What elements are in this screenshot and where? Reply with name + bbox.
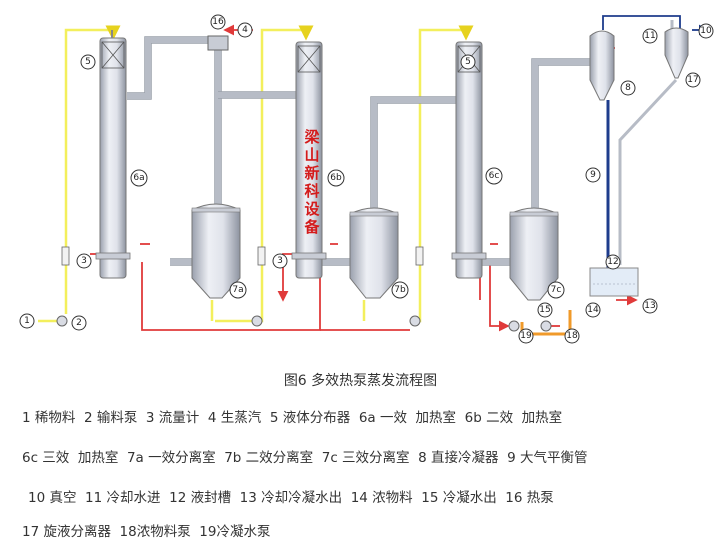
svg-text:17: 17 [687,75,698,85]
svg-text:10: 10 [700,26,712,36]
seal-tank-12 [589,267,639,297]
figure-caption: 图6 多效热泵蒸发流程图 [283,373,438,389]
callout-9: 9 [585,167,601,183]
legend-line: 1 稀物料 2 输料泵 3 流量计 4 生蒸汽 5 液体分布器 6a 一效 加热… [22,410,563,426]
effect-2 [291,41,399,299]
svg-text:4: 4 [242,25,248,35]
heating-chamber-6c [455,41,483,279]
callout-14: 14 [585,302,601,318]
callout-6b: 6b [327,169,345,187]
heating-chamber-6b [295,41,323,279]
callout-5b: 5 [460,54,476,70]
effect-1 [95,30,241,299]
callout-8: 8 [620,80,636,96]
svg-text:7c: 7c [551,285,562,295]
callout-7c: 7c [547,281,565,299]
svg-text:6a: 6a [133,173,144,183]
svg-text:5: 5 [465,57,471,67]
svg-text:3: 3 [277,256,283,266]
svg-text:16: 16 [212,17,224,27]
svg-text:15: 15 [539,305,550,315]
svg-text:18: 18 [566,331,578,341]
pumps [56,315,552,332]
callout-11: 11 [642,28,658,44]
svg-text:12: 12 [607,257,618,267]
legend-line: 17 旋液分离器 18浓物料泵 19冷凝水泵 [22,524,271,540]
svg-text:3: 3 [81,256,87,266]
condensate-line [520,310,572,336]
callout-6a: 6a [130,169,148,187]
callout-18: 18 [564,328,580,344]
callout-16: 16 [210,14,226,30]
watermark-char: 梁 [303,128,320,146]
svg-text:8: 8 [625,83,631,93]
callout-4: 4 [237,22,253,38]
svg-text:19: 19 [520,331,532,341]
callout-15: 15 [537,302,553,318]
callout-7b: 7b [391,281,409,299]
callout-12: 12 [605,254,621,270]
watermark: 梁 山 新 科 设 备 [303,128,320,236]
callout-3: 3 [76,253,92,269]
condensers [589,27,689,297]
svg-text:14: 14 [587,305,599,315]
watermark-char: 备 [303,218,320,236]
watermark-char: 新 [304,164,319,182]
callout-5: 5 [80,54,96,70]
svg-text:2: 2 [76,318,82,328]
callout-19: 19 [518,328,534,344]
legend-line: 10 真空 11 冷却水进 12 液封槽 13 冷却冷凝水出 14 浓物料 15… [28,490,554,506]
effect-3 [451,41,559,301]
svg-text:6b: 6b [330,173,342,183]
svg-text:7a: 7a [232,285,243,295]
svg-text:1: 1 [24,316,30,326]
watermark-char: 设 [304,200,319,218]
flow-diagram: 梁 山 新 科 设 备 1 2 3 4 5 6a 7a 3 6b 7b 5 6c… [19,14,714,344]
svg-text:7b: 7b [394,285,406,295]
separator-7c [509,207,559,301]
callout-17: 17 [685,72,701,88]
heat-pump-16a [207,35,229,51]
callout-2: 2 [71,315,87,331]
separator-7b [349,207,399,299]
legend-line: 6c 三效 加热室 7a 一效分离室 7b 二效分离室 7c 三效分离室 8 直… [22,450,588,466]
separator-7a [191,203,241,299]
watermark-char: 科 [304,182,319,200]
flow-meters [61,246,424,266]
svg-text:11: 11 [644,31,655,41]
vapor-pipes [127,20,678,266]
direct-condenser-8 [589,30,615,101]
watermark-char: 山 [304,146,319,164]
heating-chamber-6a [99,37,127,279]
svg-text:6c: 6c [489,171,500,181]
callout-1: 1 [19,313,35,329]
callouts: 1 2 3 4 5 6a 7a 3 6b 7b 5 6c 7c 8 9 10 1… [19,14,714,344]
svg-text:5: 5 [85,57,91,67]
svg-text:9: 9 [590,170,596,180]
callout-6c: 6c [485,167,503,185]
callout-3b: 3 [272,253,288,269]
callout-13: 13 [642,298,658,314]
callout-7a: 7a [229,281,247,299]
svg-text:13: 13 [644,301,655,311]
callout-10: 10 [698,23,714,39]
cyclone-separator-17 [664,27,689,79]
